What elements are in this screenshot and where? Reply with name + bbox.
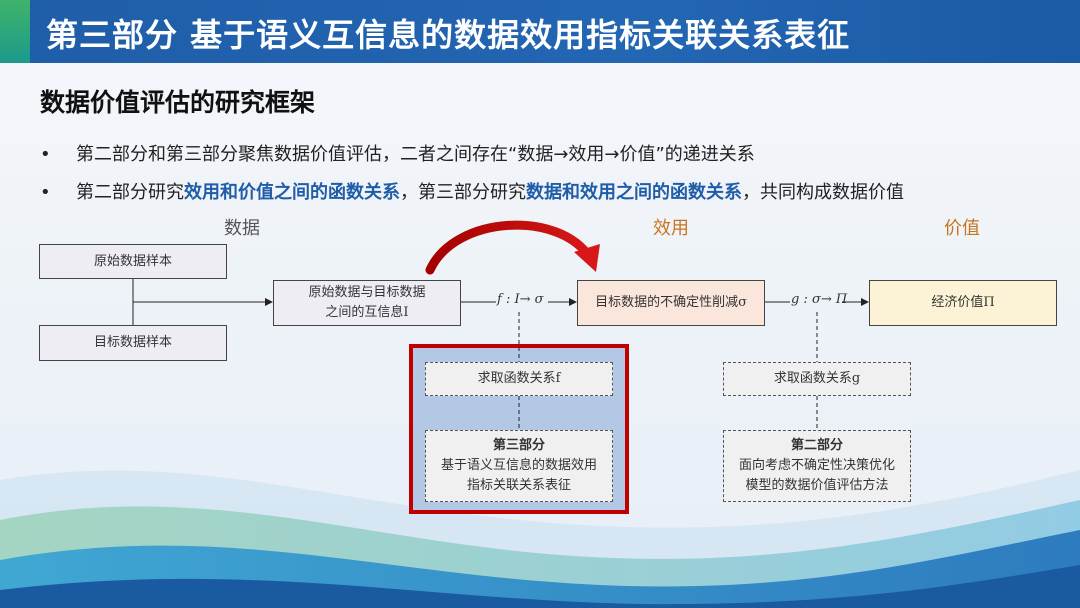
header-bar: 第三部分 基于语义互信息的数据效用指标关联关系表征: [0, 0, 1080, 63]
solve-g-label: 求取函数关系g: [773, 371, 861, 386]
mutual-information-box: 原始数据与目标数据 之间的互信息I: [273, 280, 461, 326]
solve-g-box: 求取函数关系g: [723, 362, 911, 396]
part2-title: 第二部分: [790, 438, 843, 453]
mutual-information-line1: 原始数据与目标数据: [308, 285, 426, 300]
solve-f-box: 求取函数关系f: [425, 362, 613, 396]
solve-f-label: 求取函数关系f: [477, 371, 561, 386]
mutual-information-line2: 之间的互信息I: [325, 305, 409, 320]
stage-label-data: 数据: [224, 218, 260, 239]
bullet-marker: •: [40, 182, 51, 203]
header-accent-stripe: [0, 0, 30, 63]
bullet-1: • 第二部分和第三部分聚焦数据价值评估，二者之间存在“数据→效用→价值”的递进关系: [40, 140, 755, 166]
part3-box: 第三部分 基于语义互信息的数据效用 指标关联关系表征: [425, 430, 613, 502]
uncertainty-reduction-box: 目标数据的不确定性削减σ: [577, 280, 765, 326]
part2-line2: 模型的数据价值评估方法: [745, 478, 889, 493]
part3-title: 第三部分: [492, 438, 545, 453]
function-g-label: g : σ→ Π: [791, 292, 848, 307]
stage-label-utility: 效用: [653, 218, 689, 239]
part2-line1: 面向考虑不确定性决策优化: [738, 458, 895, 473]
part2-box: 第二部分 面向考虑不确定性决策优化 模型的数据价值评估方法: [723, 430, 911, 502]
bullet-1-text: 第二部分和第三部分聚焦数据价值评估，二者之间存在“数据→效用→价值”的递进关系: [76, 144, 755, 165]
bullet-marker: •: [40, 144, 51, 165]
bullet-2: • 第二部分研究效用和价值之间的函数关系，第三部分研究数据和效用之间的函数关系，共…: [40, 178, 904, 204]
stage-label-value: 价值: [944, 218, 980, 239]
bullet-2-part-a: 第二部分研究: [76, 182, 184, 203]
target-data-sample-label: 目标数据样本: [93, 335, 172, 350]
part3-line1: 基于语义互信息的数据效用: [440, 458, 597, 473]
bullet-2-highlight-b: 数据和效用之间的函数关系: [526, 182, 742, 203]
raw-data-sample-label: 原始数据样本: [93, 253, 172, 269]
uncertainty-reduction-label: 目标数据的不确定性削减σ: [595, 295, 747, 310]
economic-value-label: 经济价值Π: [931, 295, 995, 310]
raw-data-sample-box: 原始数据样本: [39, 244, 227, 279]
economic-value-box: 经济价值Π: [869, 280, 1057, 326]
part3-line2: 指标关联关系表征: [466, 478, 571, 493]
bullet-2-highlight-a: 效用和价值之间的函数关系: [184, 182, 400, 203]
bullet-2-part-b: ，第三部分研究: [400, 182, 526, 203]
section-subtitle: 数据价值评估的研究框架: [40, 88, 316, 117]
function-f-label: f : I→ σ: [497, 292, 544, 307]
page-title: 第三部分 基于语义互信息的数据效用指标关联关系表征: [46, 16, 851, 54]
bullet-2-part-c: ，共同构成数据价值: [742, 182, 904, 203]
target-data-sample-box: 目标数据样本: [39, 325, 227, 361]
